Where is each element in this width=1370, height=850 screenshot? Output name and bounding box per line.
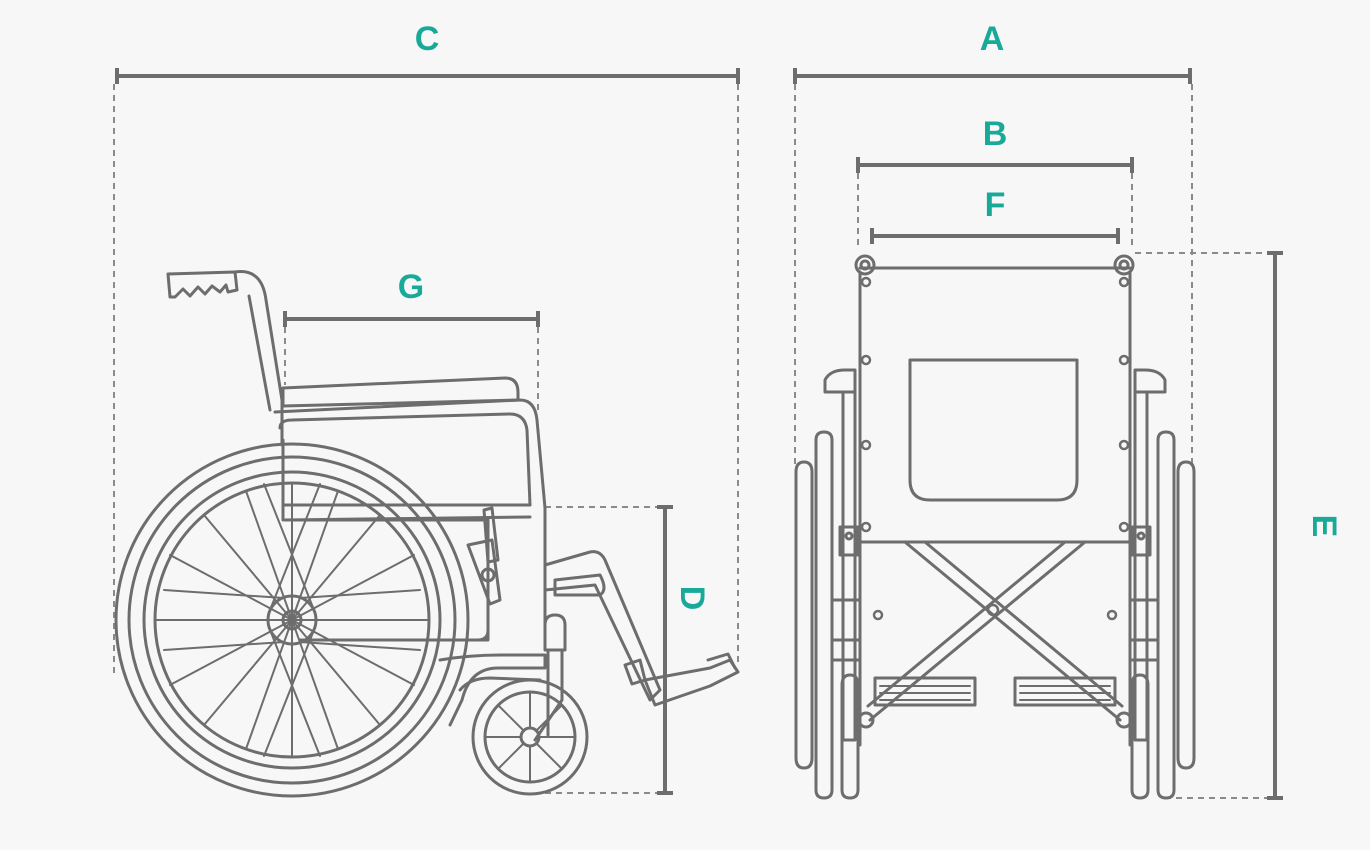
label-a: A: [980, 20, 1005, 58]
front-view-wheelchair: [794, 254, 1196, 800]
footplate-right: [1013, 676, 1117, 707]
rear-wheel-spokes: [154, 482, 430, 758]
seat-frame: [273, 398, 547, 642]
backrest-cushion: [281, 376, 520, 408]
caster-left: [840, 673, 860, 800]
armrest-right: [1133, 368, 1167, 394]
caster-right: [1130, 673, 1150, 800]
lower-frame: [438, 653, 547, 727]
footplate: [643, 658, 740, 707]
caster-wheel: [471, 678, 589, 796]
dimension-f: [870, 228, 1120, 244]
back-post: [233, 270, 284, 447]
brake-lever: [466, 538, 502, 606]
wheel-right-outer: [1176, 460, 1196, 770]
wheel-left-outer: [794, 460, 814, 770]
push-handle-grip: [166, 270, 239, 299]
dimension-g: [283, 311, 540, 327]
rivets: [860, 276, 1130, 621]
footplate-left: [873, 676, 977, 707]
dimension-c: [115, 68, 740, 84]
dimension-lines: [115, 68, 1283, 800]
cross-brace: [868, 540, 1122, 722]
dimension-d: [657, 505, 673, 795]
back-pocket: [908, 358, 1079, 502]
label-c: C: [415, 20, 440, 58]
dimension-a: [793, 68, 1192, 84]
dimension-e: [1267, 251, 1283, 800]
footrest-hanger: [543, 550, 662, 702]
rear-wheel: [114, 442, 470, 798]
label-f: F: [985, 186, 1006, 224]
label-g: G: [398, 268, 424, 306]
dimension-labels: C A B F G D E: [398, 20, 1343, 610]
extension-lines: [113, 84, 1267, 799]
caster-fork: [543, 613, 567, 652]
handle-knob-left: [854, 254, 876, 276]
label-b: B: [983, 115, 1008, 153]
label-e: E: [1305, 515, 1343, 538]
dimension-b: [856, 157, 1134, 173]
armrest-left: [823, 368, 857, 394]
footrest-tube: [553, 573, 606, 597]
handle-knob-right: [1113, 254, 1135, 276]
side-view-wheelchair: [114, 270, 740, 798]
label-d: D: [673, 586, 711, 611]
